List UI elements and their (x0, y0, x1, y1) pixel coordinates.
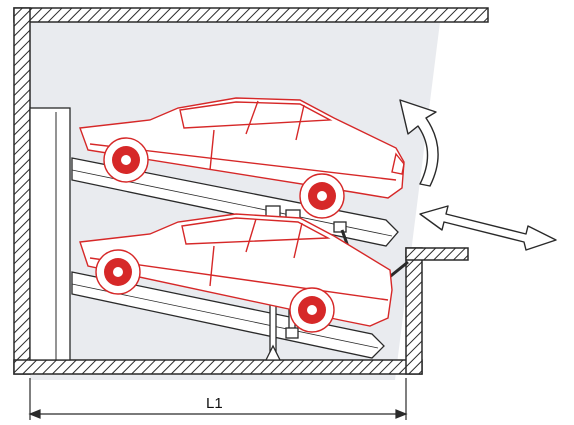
tilt-arrow-icon (399, 99, 439, 187)
pit-right-wall (405, 247, 423, 375)
pit-edge (405, 247, 469, 261)
dimension-l1 (28, 378, 408, 420)
drive-direction-arrow-icon (419, 205, 557, 251)
upper-car-front-wheel (103, 137, 149, 183)
lower-car-rear-wheel (289, 287, 335, 333)
lower-platform (71, 271, 385, 359)
dimension-label: L1 (206, 395, 223, 412)
pit-floor (13, 359, 423, 375)
support-column (29, 107, 71, 361)
ceiling-slab (13, 7, 489, 23)
left-wall (13, 7, 31, 375)
lower-car-front-wheel (95, 249, 141, 295)
upper-car-rear-wheel (299, 173, 345, 219)
